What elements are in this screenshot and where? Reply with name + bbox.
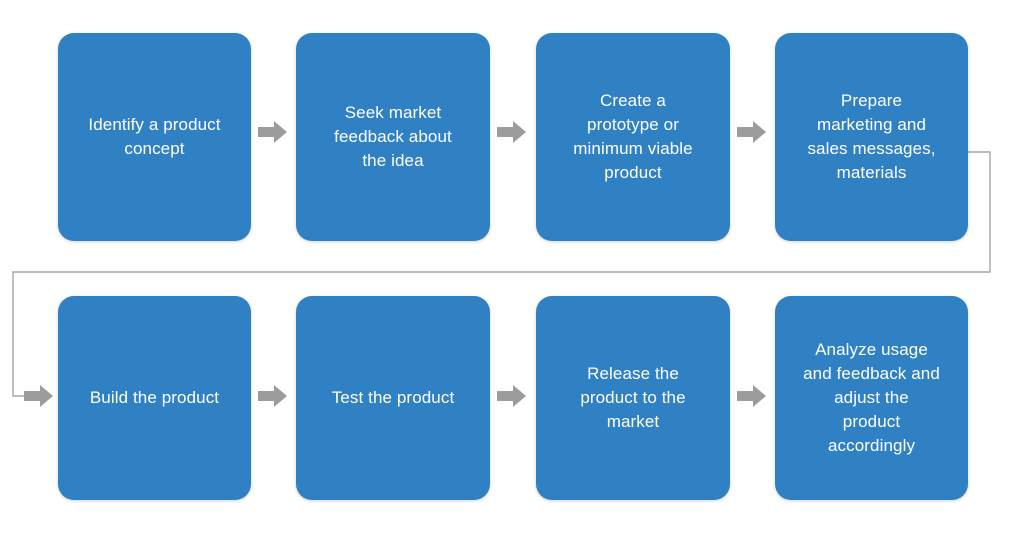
flow-node-step-8[interactable]: Analyze usage and feedback and adjust th… — [775, 296, 968, 500]
flow-node-label: Analyze usage and feedback and adjust th… — [803, 339, 940, 456]
arrow-right-icon-into-step-5 — [24, 382, 54, 410]
flow-node-step-5[interactable]: Build the product — [58, 296, 251, 500]
flow-node-label: Test the product — [331, 387, 455, 407]
arrow-right-icon-7-to-8 — [737, 382, 767, 410]
flow-node-label: Prepare marketing and sales messages, ma… — [807, 90, 936, 183]
arrow-right-icon-2-to-3 — [497, 118, 527, 146]
flow-node-label: Identify a product concept — [88, 114, 221, 158]
flow-node-label: Release the product to the market — [580, 363, 686, 432]
flow-node-label: Seek market feedback about the idea — [334, 102, 452, 171]
arrow-right-icon-5-to-6 — [258, 382, 288, 410]
flow-node-step-7[interactable]: Release the product to the market — [536, 296, 730, 500]
arrow-right-icon-6-to-7 — [497, 382, 527, 410]
flow-node-step-2[interactable]: Seek market feedback about the idea — [296, 33, 490, 241]
flow-node-label: Create a prototype or minimum viable pro… — [573, 90, 693, 183]
arrow-right-icon-1-to-2 — [258, 118, 288, 146]
flow-node-step-1[interactable]: Identify a product concept — [58, 33, 251, 241]
flow-node-step-4[interactable]: Prepare marketing and sales messages, ma… — [775, 33, 968, 241]
flow-node-step-6[interactable]: Test the product — [296, 296, 490, 500]
flow-node-label: Build the product — [89, 387, 220, 407]
flow-node-step-3[interactable]: Create a prototype or minimum viable pro… — [536, 33, 730, 241]
arrow-right-icon-3-to-4 — [737, 118, 767, 146]
